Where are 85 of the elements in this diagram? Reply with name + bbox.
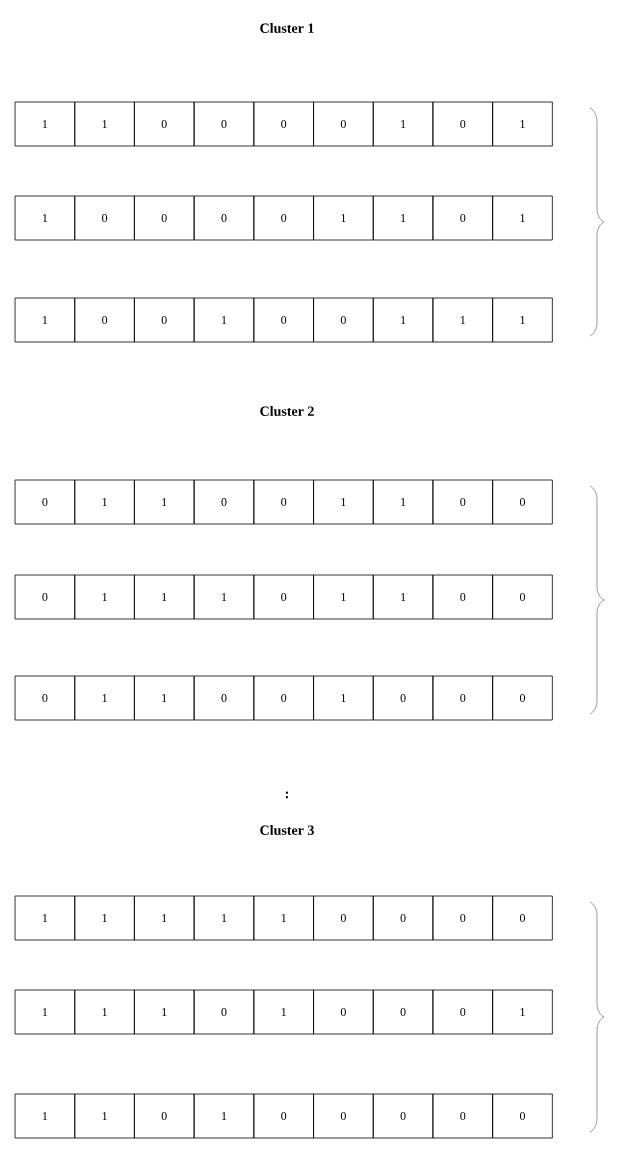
table-cell: 1	[74, 1093, 135, 1139]
table-cell: 0	[253, 479, 314, 525]
table-cell: 1	[313, 479, 374, 525]
table-cell: 0	[74, 297, 135, 343]
table-cell: 0	[313, 297, 374, 343]
table-cell: 1	[133, 895, 195, 941]
table-cell: 1	[133, 989, 195, 1035]
table-cell: 1	[432, 297, 494, 343]
table-cell: 1	[253, 989, 314, 1035]
table-cell: 0	[492, 574, 553, 620]
ellipsis-mark: :	[285, 791, 289, 799]
table-cell: 0	[193, 989, 255, 1035]
table-cell: 0	[432, 1093, 494, 1139]
table-cell: 0	[193, 675, 255, 721]
table-cell: 0	[492, 895, 553, 941]
table-cell: 0	[372, 675, 434, 721]
table-cell: 1	[14, 895, 76, 941]
table-cell: 1	[313, 195, 374, 241]
table-cell: 1	[492, 195, 553, 241]
table-cell: 0	[14, 675, 76, 721]
table-cell: 0	[492, 479, 553, 525]
table-cell: 1	[193, 574, 255, 620]
table-cell: 1	[74, 479, 135, 525]
table-cell: 0	[133, 195, 195, 241]
table-cell: 1	[14, 195, 76, 241]
table-cell: 1	[193, 1093, 255, 1139]
table-cell: 1	[372, 195, 434, 241]
table-cell: 0	[432, 574, 494, 620]
table-cell: 1	[492, 101, 553, 147]
table-cell: 0	[253, 574, 314, 620]
table-cell: 1	[74, 895, 135, 941]
table-cell: 1	[14, 989, 76, 1035]
table-cell: 0	[313, 101, 374, 147]
table-cell: 1	[372, 479, 434, 525]
table-cell: 0	[253, 675, 314, 721]
table-cell: 1	[372, 574, 434, 620]
table-cell: 0	[133, 101, 195, 147]
table-cell: 1	[74, 675, 135, 721]
cluster-title: Cluster 3	[260, 825, 314, 835]
table-cell: 0	[372, 895, 434, 941]
table-cell: 1	[74, 101, 135, 147]
table-cell: 1	[14, 297, 76, 343]
table-cell: 1	[313, 574, 374, 620]
table-cell: 0	[74, 195, 135, 241]
table-cell: 0	[432, 989, 494, 1035]
table-cell: 1	[372, 297, 434, 343]
table-cell: 1	[133, 675, 195, 721]
table-cell: 0	[253, 101, 314, 147]
table-cell: 0	[133, 1093, 195, 1139]
table-cell: 1	[133, 574, 195, 620]
table-cell: 0	[313, 895, 374, 941]
table-cell: 1	[253, 895, 314, 941]
table-cell: 0	[313, 1093, 374, 1139]
table-cell: 0	[313, 989, 374, 1035]
table-cell: 0	[193, 195, 255, 241]
table-cell: 1	[74, 989, 135, 1035]
table-cell: 0	[14, 574, 76, 620]
table-cell: 1	[74, 574, 135, 620]
table-cell: 1	[133, 479, 195, 525]
table-cell: 0	[432, 895, 494, 941]
table-cell: 0	[133, 297, 195, 343]
table-cell: 1	[492, 989, 553, 1035]
cluster-title: Cluster 1	[260, 23, 314, 33]
table-cell: 0	[193, 479, 255, 525]
table-cell: 0	[14, 479, 76, 525]
table-cell: 0	[432, 675, 494, 721]
table-cell: 0	[372, 1093, 434, 1139]
table-cell: 1	[14, 101, 76, 147]
table-cell: 0	[492, 1093, 553, 1139]
table-cell: 1	[193, 297, 255, 343]
table-cell: 0	[253, 1093, 314, 1139]
table-cell: 0	[253, 297, 314, 343]
table-cell: 1	[313, 675, 374, 721]
table-cell: 0	[253, 195, 314, 241]
table-cell: 1	[14, 1093, 76, 1139]
table-cell: 1	[492, 297, 553, 343]
table-cell: 0	[372, 989, 434, 1035]
table-cell: 0	[492, 675, 553, 721]
table-cell: 0	[432, 101, 494, 147]
table-cell: 0	[432, 479, 494, 525]
table-cell: 0	[432, 195, 494, 241]
table-cell: 0	[193, 101, 255, 147]
table-cell: 1	[372, 101, 434, 147]
table-cell: 1	[193, 895, 255, 941]
cluster-title: Cluster 2	[260, 406, 314, 416]
